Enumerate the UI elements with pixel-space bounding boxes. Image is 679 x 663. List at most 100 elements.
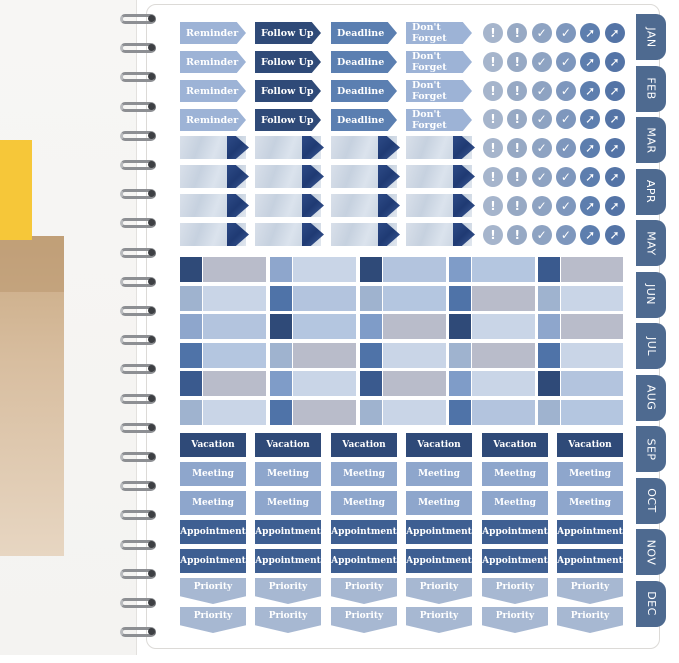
exclamation-icon: ! xyxy=(490,227,496,242)
round-sticker-arrow-icon: ➚ xyxy=(604,195,625,216)
month-tab-mar[interactable]: MAR xyxy=(636,117,666,163)
round-sticker-checkmark-icon: ✓ xyxy=(531,167,552,187)
spiral-ring xyxy=(118,275,158,289)
ring-hole xyxy=(148,219,155,227)
exclamation-icon: ! xyxy=(514,112,521,127)
round-sticker-exclamation-icon: ! xyxy=(483,109,503,130)
exclamation-icon: ! xyxy=(490,198,496,213)
checkmark-icon: ✓ xyxy=(560,141,571,156)
event-sticker-meeting: Meeting xyxy=(557,491,623,515)
month-tab-may[interactable]: MAY xyxy=(636,220,666,266)
round-sticker-exclamation-icon: ! xyxy=(507,167,528,187)
month-tab-apr[interactable]: APR xyxy=(636,168,666,215)
block-sticker-accent xyxy=(538,371,560,397)
event-sticker-meeting: Meeting xyxy=(406,462,472,486)
block-sticker xyxy=(203,285,266,311)
round-sticker-checkmark-icon: ✓ xyxy=(555,167,576,187)
round-sticker-arrow-icon: ➚ xyxy=(604,51,625,72)
month-tab-nov[interactable]: NOV xyxy=(636,529,666,575)
marble-tab-sticker xyxy=(406,194,475,217)
round-sticker-checkmark-icon: ✓ xyxy=(555,138,576,159)
spiral-ring xyxy=(118,216,158,230)
month-tab-oct[interactable]: OCT xyxy=(636,477,666,524)
marble-tab-sticker xyxy=(331,136,400,159)
event-sticker-meeting: Meeting xyxy=(482,462,548,486)
flag-sticker-dont-forget: Don't Forget xyxy=(406,109,472,131)
exclamation-icon: ! xyxy=(490,26,496,40)
marble-tab-sticker xyxy=(180,194,249,217)
block-sticker-accent xyxy=(538,314,560,340)
exclamation-icon: ! xyxy=(514,83,521,98)
month-tab-aug[interactable]: AUG xyxy=(636,374,666,421)
flag-sticker-follow-up: Follow Up xyxy=(255,109,321,131)
block-sticker-accent xyxy=(360,285,382,311)
block-sticker-accent xyxy=(180,371,202,397)
event-sticker-meeting: Meeting xyxy=(331,462,397,486)
month-tab-jul[interactable]: JUL xyxy=(636,323,666,369)
marble-tab-sticker xyxy=(331,165,400,188)
marble-tab-sticker xyxy=(406,165,475,188)
event-sticker-vacation: Vacation xyxy=(255,433,321,457)
spiral-ring xyxy=(118,508,158,522)
spiral-ring xyxy=(118,246,158,260)
flag-sticker-deadline: Deadline xyxy=(331,22,397,44)
exclamation-icon: ! xyxy=(490,141,496,156)
block-sticker xyxy=(293,400,356,425)
block-sticker-accent xyxy=(270,314,292,340)
spiral-ring xyxy=(118,129,158,143)
block-sticker xyxy=(472,371,535,397)
month-tabs: JAN FEB MAR APR MAY JUN JUL AUG SEP OCT NOV DEC xyxy=(636,14,668,644)
round-sticker-arrow-icon: ➚ xyxy=(604,138,625,159)
month-tab-label: FEB xyxy=(644,77,658,100)
marble-tab-sticker xyxy=(180,136,249,159)
event-sticker-meeting: Meeting xyxy=(255,491,321,515)
spiral-ring xyxy=(118,362,158,376)
event-sticker-meeting: Meeting xyxy=(557,462,623,486)
month-tab-label: AUG xyxy=(644,384,658,411)
event-sticker-vacation: Vacation xyxy=(180,433,246,457)
arrow-icon: ➚ xyxy=(609,141,620,156)
ring-hole xyxy=(148,365,155,373)
yellow-sticky-note xyxy=(0,140,32,240)
month-tab-label: NOV xyxy=(644,539,658,565)
round-sticker-exclamation-icon: ! xyxy=(507,138,528,159)
round-sticker-checkmark-icon: ✓ xyxy=(531,224,552,245)
ring-hole xyxy=(148,599,155,606)
checkmark-icon: ✓ xyxy=(560,26,571,40)
ring-hole xyxy=(148,482,155,490)
arrow-icon: ➚ xyxy=(585,112,596,127)
round-sticker-arrow-icon: ➚ xyxy=(604,167,625,187)
ring-hole xyxy=(148,540,155,548)
block-sticker xyxy=(472,257,535,282)
spiral-ring xyxy=(118,596,158,610)
spiral-ring xyxy=(118,304,158,318)
month-tab-jan[interactable]: JAN xyxy=(636,14,666,60)
month-tab-feb[interactable]: FEB xyxy=(636,65,666,112)
month-tab-sep[interactable]: SEP xyxy=(636,426,666,472)
round-sticker-arrow-icon: ➚ xyxy=(580,224,601,245)
block-sticker-accent xyxy=(360,314,382,340)
block-sticker-accent xyxy=(538,342,560,368)
block-sticker xyxy=(383,257,446,282)
block-sticker xyxy=(293,257,356,282)
round-sticker-exclamation-icon: ! xyxy=(483,80,503,101)
spiral-ring xyxy=(118,12,158,26)
arrow-icon: ➚ xyxy=(609,198,620,213)
ring-hole xyxy=(148,307,155,314)
block-sticker-accent xyxy=(360,371,382,397)
round-sticker-exclamation-icon: ! xyxy=(507,23,528,43)
month-tab-dec[interactable]: DEC xyxy=(636,580,666,627)
spiral-ring xyxy=(118,450,158,464)
flag-sticker-dont-forget: Don't Forget xyxy=(406,22,472,44)
flag-sticker-follow-up: Follow Up xyxy=(255,51,321,73)
checkmark-icon: ✓ xyxy=(536,54,547,69)
block-sticker-accent xyxy=(270,285,292,311)
exclamation-icon: ! xyxy=(490,83,496,98)
ring-hole xyxy=(148,423,155,431)
month-tab-jun[interactable]: JUN xyxy=(636,271,666,318)
round-sticker-exclamation-icon: ! xyxy=(507,195,528,216)
marble-tab-sticker xyxy=(180,165,249,188)
round-sticker-checkmark-icon: ✓ xyxy=(555,195,576,216)
block-sticker-accent xyxy=(449,371,471,397)
marble-arrow xyxy=(302,194,324,217)
